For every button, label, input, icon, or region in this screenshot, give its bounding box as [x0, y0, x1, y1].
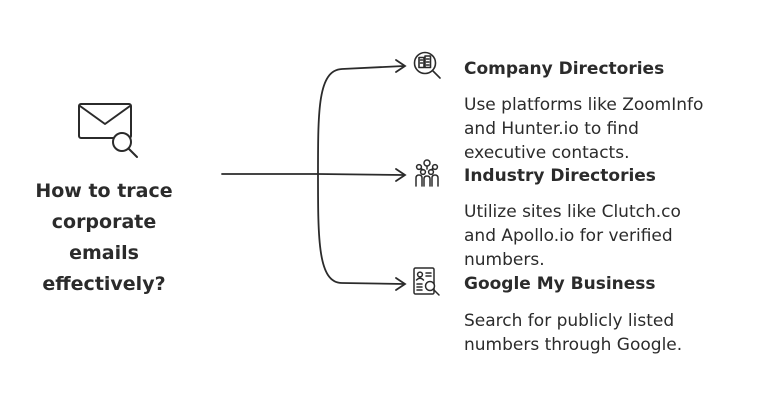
branch-desc-line: numbers. — [464, 250, 545, 270]
arrowhead-2 — [395, 168, 407, 182]
connector-branch-3 — [317, 173, 405, 285]
connector-branch-1 — [317, 65, 405, 175]
root-line-1: How to trace — [35, 180, 173, 202]
root-line-2: corporate — [51, 211, 157, 233]
branch-desc-line: numbers through Google. — [464, 335, 683, 355]
branch-desc-line: Search for publicly listed — [464, 311, 675, 331]
branch-title-google-my-business: Google My Business — [464, 274, 656, 294]
branch-desc-line: Utilize sites like Clutch.co — [464, 202, 681, 222]
root-line-4: effectively? — [42, 273, 166, 295]
branch-desc-company-directories: Use platforms like ZoomInfo and Hunter.i… — [464, 93, 764, 165]
arrowhead-1 — [395, 59, 407, 73]
connector-branch-2 — [317, 173, 405, 176]
branch-desc-line: and Hunter.io to find — [464, 119, 639, 139]
root-question: How to trace corporate emails effectivel… — [6, 176, 202, 300]
profile-search-icon — [413, 267, 440, 296]
branch-desc-industry-directories: Utilize sites like Clutch.co and Apollo.… — [464, 200, 764, 272]
network-people-icon — [415, 159, 439, 187]
branch-title-industry-directories: Industry Directories — [464, 166, 656, 186]
branch-desc-line: and Apollo.io for verified — [464, 226, 673, 246]
branch-title-company-directories: Company Directories — [464, 59, 665, 79]
directory-search-icon — [413, 51, 441, 79]
branch-desc-line: executive contacts. — [464, 143, 630, 163]
branch-desc-google-my-business: Search for publicly listed numbers throu… — [464, 309, 764, 357]
mail-search-icon — [78, 103, 138, 158]
branch-desc-line: Use platforms like ZoomInfo — [464, 95, 704, 115]
arrowhead-3 — [395, 277, 407, 291]
root-line-3: emails — [69, 242, 139, 264]
